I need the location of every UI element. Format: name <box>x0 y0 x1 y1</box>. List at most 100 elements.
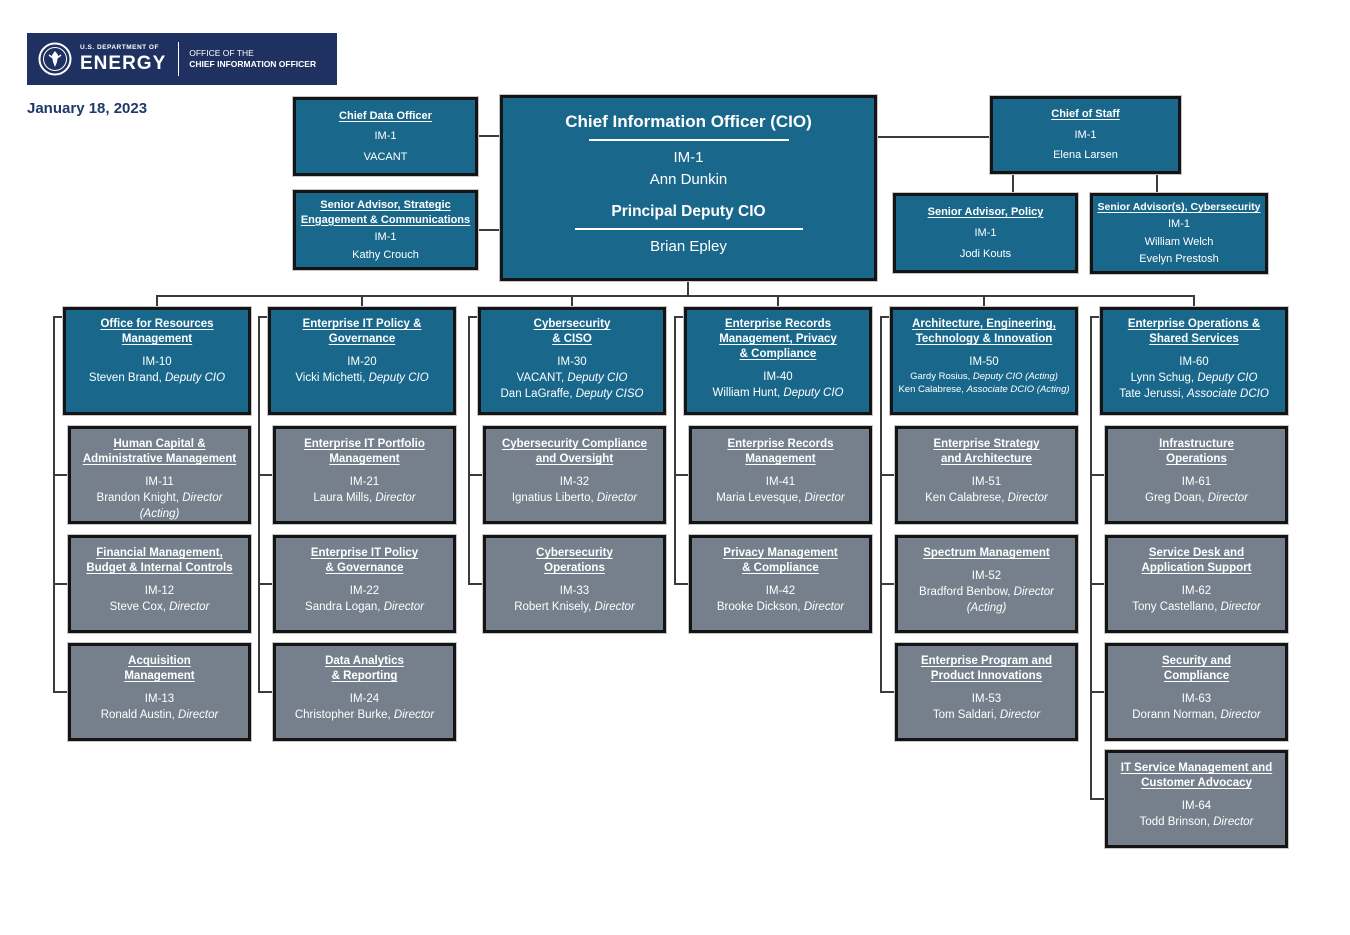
person-name: Ann Dunkin <box>649 170 728 188</box>
org-code: IM-60 <box>1179 355 1209 368</box>
org-box-im-40: Enterprise Records Management, Privacy &… <box>684 307 872 415</box>
connector-line <box>880 316 882 693</box>
person-name: Ignatius Liberto, Director <box>511 491 638 504</box>
box-title: Cybersecurity & CISO <box>533 318 611 345</box>
org-code: IM-1 <box>374 130 397 143</box>
connector-line <box>258 316 260 693</box>
org-code: IM-51 <box>971 475 1002 488</box>
connector-line <box>468 583 483 585</box>
connector-line <box>674 583 689 585</box>
box-title: Cybersecurity Compliance and Oversight <box>501 438 648 465</box>
box-title: Data Analytics & Reporting <box>325 655 404 682</box>
person-name: Christopher Burke, Director <box>294 708 435 721</box>
connector-line <box>53 474 68 476</box>
org-box-cio: Chief Information Officer (CIO) IM-1 Ann… <box>500 95 877 281</box>
org-code: IM-61 <box>1181 475 1212 488</box>
org-box-im-50: Architecture, Engineering, Technology & … <box>890 307 1078 415</box>
box-title: Spectrum Management <box>923 547 1050 559</box>
org-code: IM-42 <box>765 584 796 597</box>
box-title: Office for Resources Management <box>100 318 214 345</box>
box-title: Financial Management, Budget & Internal … <box>86 547 233 574</box>
connector-line <box>53 583 68 585</box>
person-name: Robert Knisely, Director <box>514 600 635 613</box>
box-title: Chief Information Officer (CIO) <box>565 112 812 131</box>
org-code: IM-52 <box>971 569 1002 582</box>
org-code: IM-24 <box>349 692 380 705</box>
connector-line <box>880 474 895 476</box>
person-name: Brian Epley <box>650 238 727 256</box>
org-code: IM-1 <box>673 149 704 167</box>
person-name: Tate Jerussi, Associate DCIO <box>1119 387 1269 400</box>
title-rule <box>574 228 803 231</box>
person-name: William Welch <box>1144 235 1214 248</box>
person-name: Steve Cox, Director <box>109 600 210 613</box>
connector-line <box>468 316 470 585</box>
connector-line <box>156 295 158 307</box>
org-box-senior-advisor-strategic: Senior Advisor, Strategic Engagement & C… <box>293 190 478 270</box>
person-name: Kathy Crouch <box>352 248 419 261</box>
box-title: Enterprise Program and Product Innovatio… <box>920 655 1052 682</box>
org-code: IM-62 <box>1181 584 1212 597</box>
connector-line <box>880 583 895 585</box>
person-name: Gardy Rosius, Deputy CIO (Acting) <box>910 370 1058 382</box>
person-name: Todd Brinson, Director <box>1139 815 1254 828</box>
connector-line <box>1012 174 1014 193</box>
person-name: Sandra Logan, Director <box>305 600 424 613</box>
person-name: Dorann Norman, Director <box>1132 708 1261 721</box>
connector-line <box>571 295 573 307</box>
org-code: IM-33 <box>559 584 590 597</box>
connector-line <box>53 691 68 693</box>
org-box-chief-data-officer: Chief Data Officer IM-1 VACANT <box>293 97 478 176</box>
connector-line <box>53 316 55 693</box>
connector-line <box>258 474 273 476</box>
connector-line <box>1156 174 1158 193</box>
org-box-senior-advisor-cybersecurity: Senior Advisor(s), Cybersecurity IM-1 Wi… <box>1090 193 1268 274</box>
box-title: Senior Advisor, Strategic Engagement & C… <box>300 199 471 226</box>
box-title: Enterprise Records Management <box>727 438 834 465</box>
person-name: Greg Doan, Director <box>1145 491 1248 504</box>
org-box-senior-advisor-policy: Senior Advisor, Policy IM-1 Jodi Kouts <box>893 193 1078 273</box>
box-title: Enterprise IT Policy & Governance <box>310 547 419 574</box>
connector-line <box>468 474 483 476</box>
box-title: Enterprise IT Policy & Governance <box>302 318 422 345</box>
connector-line <box>478 135 500 137</box>
box-title: Cybersecurity Operations <box>536 547 613 574</box>
person-name: Jodi Kouts <box>959 247 1012 260</box>
org-code: IM-53 <box>971 692 1002 705</box>
connector-line <box>258 316 268 318</box>
org-code: IM-10 <box>142 355 172 368</box>
org-box-im-12: Financial Management, Budget & Internal … <box>68 535 251 633</box>
connector-line <box>157 295 1195 297</box>
connector-line <box>258 691 273 693</box>
connector-line <box>687 281 689 295</box>
person-name: Dan LaGraffe, Deputy CISO <box>500 387 644 400</box>
person-name: Brooke Dickson, Director <box>716 600 845 613</box>
connector-line <box>777 295 779 307</box>
org-box-im-11: Human Capital & Administrative Managemen… <box>68 426 251 524</box>
office-line2: CHIEF INFORMATION OFFICER <box>189 59 317 69</box>
box-title: Acquisition Management <box>124 655 195 682</box>
person-name: Brandon Knight, Director <box>96 491 223 504</box>
person-name: Bradford Benbow, Director <box>919 585 1054 598</box>
org-code: IM-20 <box>347 355 377 368</box>
connector-line <box>1193 295 1195 307</box>
org-box-im-64: IT Service Management and Customer Advoc… <box>1105 750 1288 848</box>
org-code: IM-30 <box>557 355 587 368</box>
box-title: Security and Compliance <box>1161 655 1232 682</box>
connector-line <box>674 474 689 476</box>
person-name: (Acting) <box>139 507 180 520</box>
person-name: Vicki Michetti, Deputy CIO <box>295 371 429 384</box>
person-name: Ken Calabrese, Associate DCIO (Acting) <box>898 383 1070 395</box>
org-code: IM-1 <box>374 231 397 243</box>
person-name: (Acting) <box>966 601 1007 614</box>
person-name: Maria Levesque, Director <box>716 491 845 504</box>
org-code: IM-1 <box>1168 218 1190 231</box>
office-title: OFFICE OF THE CHIEF INFORMATION OFFICER <box>189 48 316 71</box>
